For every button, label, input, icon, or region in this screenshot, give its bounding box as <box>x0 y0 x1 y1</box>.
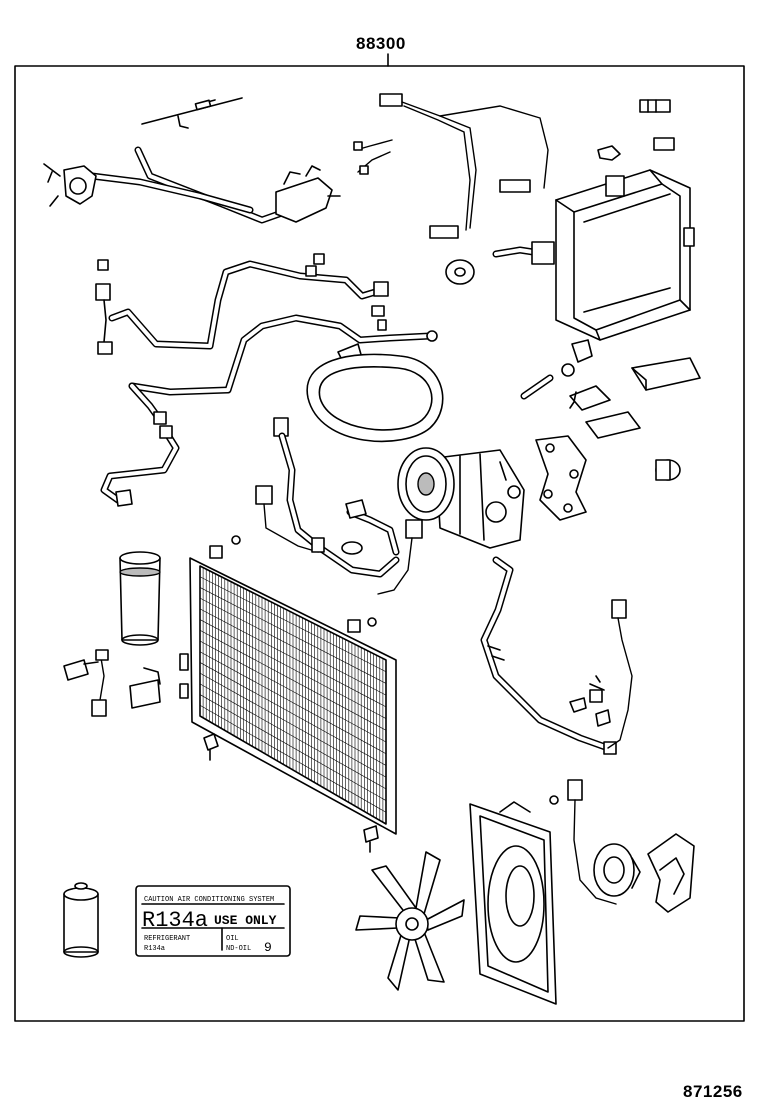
cooling-unit-evaporator[interactable] <box>496 170 694 376</box>
refrigerant-caution-label: CAUTION AIR CONDITIONING SYSTEM R134a US… <box>136 886 290 956</box>
label-spec-refrigerant-value: R134a <box>144 945 165 953</box>
compressor-oil-can[interactable] <box>64 883 98 957</box>
label-spec-oil-value: ND-OIL <box>226 945 251 953</box>
compressor[interactable] <box>398 448 524 548</box>
diagram-reference-number: 871256 <box>683 1082 743 1101</box>
wire-harness-right[interactable] <box>570 600 632 748</box>
refrigerant-discharge-line[interactable] <box>132 306 437 424</box>
condenser[interactable] <box>190 558 396 834</box>
discharge-hose[interactable] <box>484 560 616 754</box>
refrigerant-suction-line[interactable] <box>96 254 388 354</box>
wire-harness-upper[interactable] <box>354 94 548 238</box>
assembly-part-number: 88300 <box>356 34 406 53</box>
compressor-hoses[interactable] <box>256 418 422 594</box>
label-use-only: USE ONLY <box>214 913 277 928</box>
fan-blade[interactable] <box>356 852 464 990</box>
label-refrigerant-type: R134a <box>142 908 208 933</box>
label-spec-refrigerant: REFRIGERANT <box>144 935 190 943</box>
diagram-frame <box>15 66 744 1021</box>
label-caution-text: CAUTION AIR CONDITIONING SYSTEM <box>144 896 274 904</box>
liquid-line-left[interactable] <box>104 426 176 506</box>
compressor-bracket[interactable] <box>536 436 586 520</box>
condenser-hardware[interactable] <box>180 536 378 852</box>
expansion-valve-pipe-assembly[interactable] <box>44 98 340 222</box>
fan-shroud[interactable] <box>470 802 556 1004</box>
label-spec-oil-amount: 9 <box>264 940 272 955</box>
harness-clips[interactable] <box>598 100 674 160</box>
pressure-switch[interactable] <box>64 650 108 716</box>
drive-belt[interactable] <box>307 354 443 441</box>
receiver-bracket[interactable] <box>130 668 160 708</box>
amplifier-and-sensors[interactable] <box>524 358 700 480</box>
label-spec-oil: OIL <box>226 935 239 943</box>
fan-motor-cover[interactable] <box>648 834 694 912</box>
fan-motor[interactable] <box>550 780 640 904</box>
receiver-dryer[interactable] <box>120 552 160 645</box>
grommet[interactable] <box>446 260 474 284</box>
